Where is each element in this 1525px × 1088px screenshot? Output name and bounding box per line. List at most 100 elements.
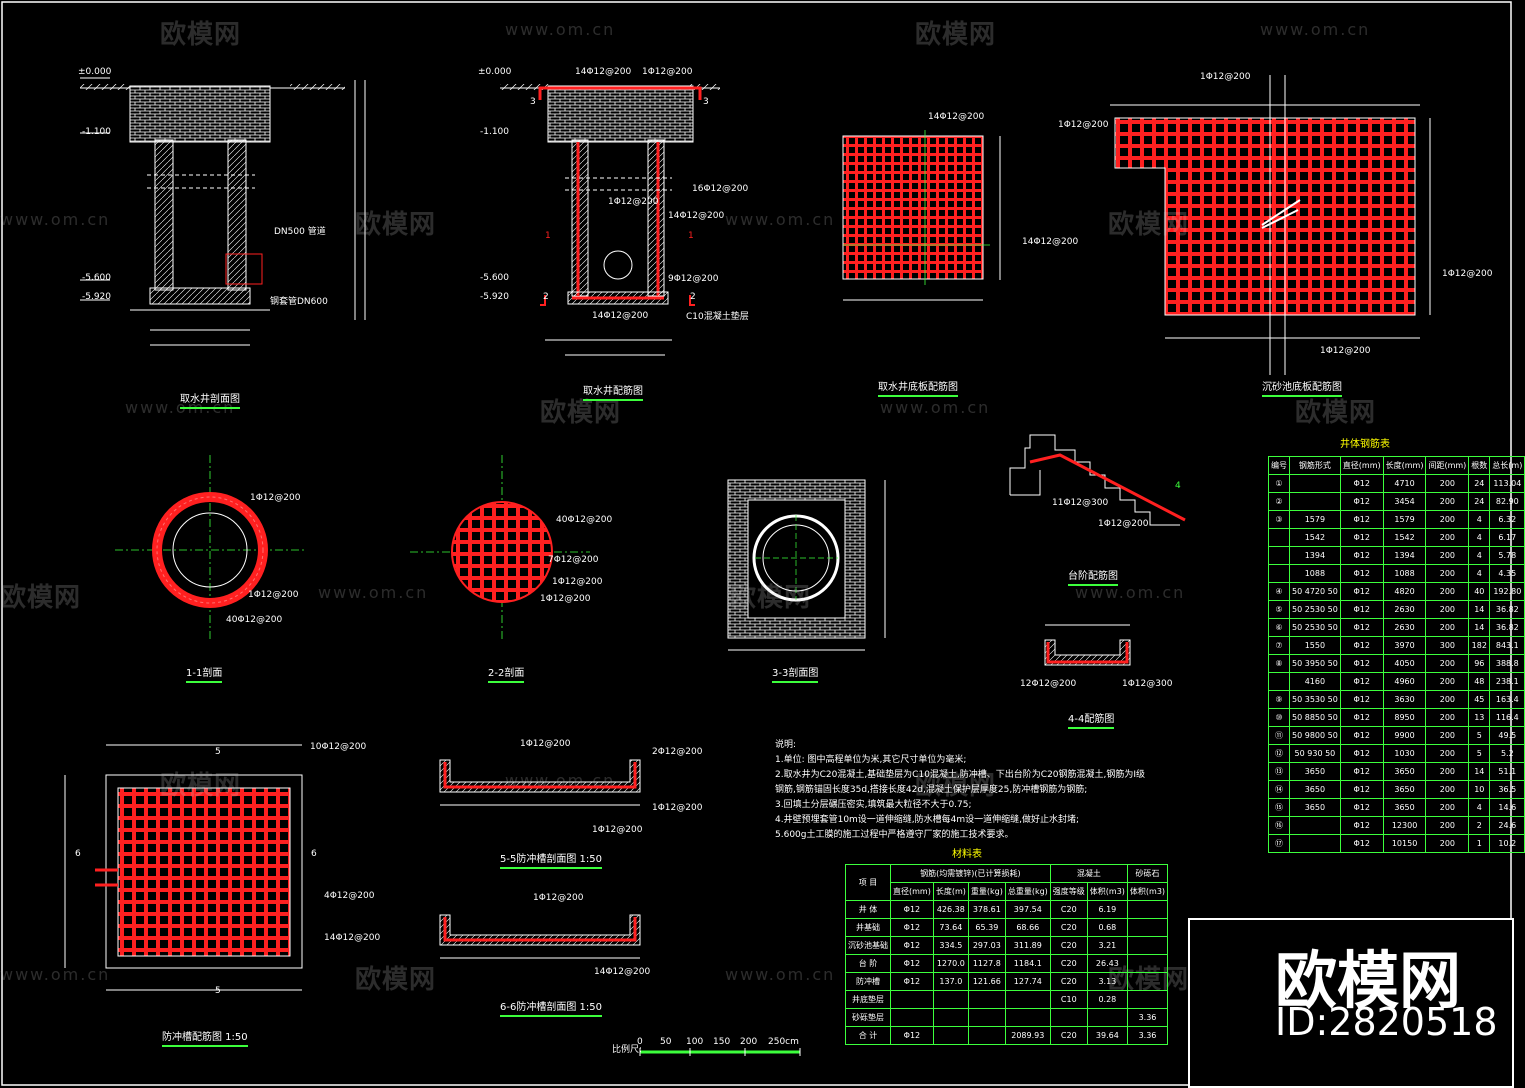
table-cell: C20 [1049,954,1088,973]
table-cell [1268,672,1290,691]
table-header: 钢筋形式 [1289,456,1341,475]
cut-mark: 2 [543,292,549,302]
table-cell: 5.2 [1489,744,1525,763]
table-cell: 182 [1468,636,1491,655]
drawing-cut-3-3 [727,479,886,651]
table-cell: Φ12 [1339,744,1384,763]
logo-box [1188,918,1514,1088]
table-cell: Φ12 [1339,798,1384,817]
table-cell: 3650 [1289,798,1341,817]
table-header: 直径(mm) [1339,456,1384,475]
drawing-title: 取水井底板配筋图 [878,378,958,397]
table-cell: 50 8850 50 [1289,708,1341,727]
material-table-title: 材料表 [952,849,982,860]
table-header: 混凝土 [1049,864,1128,883]
watermark: 欧模网 [160,771,242,801]
table-cell: 200 [1425,816,1470,835]
table-cell [890,1008,934,1027]
table-cell: 10150 [1382,834,1427,853]
cut-mark: 1 [688,231,694,241]
drawing-intake-section [80,77,366,346]
drawing-title: 3-3剖面图 [772,664,819,683]
watermark: 欧模网 [160,20,242,50]
rebar-label: 40Φ12@200 [226,615,283,625]
table-cell: Φ12 [1339,726,1384,745]
table-cell: 50 2530 50 [1289,618,1341,637]
table-cell [1289,834,1341,853]
table-cell: Φ12 [1339,618,1384,637]
table-cell: 4.35 [1489,564,1525,583]
cut-mark: 6 [311,849,317,859]
table-cell: 127.74 [1004,972,1051,991]
table-cell: 6.32 [1489,510,1525,529]
table-cell: 200 [1425,546,1470,565]
table-cell: Φ12 [1339,564,1384,583]
table-cell: 4960 [1382,672,1427,691]
table-cell: C20 [1049,936,1088,955]
table-cell: Φ12 [1339,816,1384,835]
notes-heading: 说明: [775,740,797,750]
table-cell: 0.68 [1086,918,1128,937]
table-cell: 10 [1468,780,1491,799]
table-cell [1126,900,1169,919]
rebar-label: 4Φ12@200 [324,891,375,901]
table-cell: C20 [1049,1026,1088,1045]
table-cell: ⑨ [1268,690,1290,709]
scale-bar [639,1048,801,1056]
table-cell: 2 [1468,816,1491,835]
drawing-cover-plan [64,744,303,991]
table-cell: 4 [1468,528,1491,547]
table-cell: 14.6 [1489,798,1525,817]
scale-bar-label: 比例尺: [612,1045,643,1055]
rebar-label: 14Φ12@200 [928,112,985,122]
table-cell: 49.5 [1489,726,1525,745]
table-cell: 1394 [1289,546,1341,565]
table-cell: 200 [1425,690,1470,709]
table-cell: 311.89 [1004,936,1051,955]
table-cell: 4 [1468,798,1491,817]
table-header: 钢筋(均需镀锌)(已计算损耗) [890,864,1051,883]
table-cell: 200 [1425,654,1470,673]
table-cell: 13 [1468,708,1491,727]
table-header: 重量(kg) [967,882,1006,901]
table-cell: 36.82 [1489,618,1525,637]
table-cell: Φ12 [1339,492,1384,511]
table-cell: 50 930 50 [1289,744,1341,763]
table-cell: 1030 [1382,744,1427,763]
table-cell: Φ12 [890,900,934,919]
table-cell: Φ12 [1339,654,1384,673]
table-header: 长度(mm) [1382,456,1427,475]
table-cell: 4160 [1289,672,1341,691]
rebar-label: 14Φ12@200 [1022,237,1079,247]
table-cell: 0.28 [1086,990,1128,1009]
table-cell: 200 [1425,564,1470,583]
rebar-label: 14Φ12@200 [324,933,381,943]
drawing-stair [1009,434,1186,526]
table-header-row: 项 目 钢筋(均需镀锌)(已计算损耗) 混凝土 砂砾石 [845,864,1169,901]
watermark-url: www.om.cn [1075,583,1186,602]
scale-tick: 200 [740,1037,758,1047]
table-header: 总重量(kg) [1004,882,1051,901]
table-cell: 200 [1425,762,1470,781]
rebar-label: 1Φ12@200 [540,594,591,604]
table-cell: 3.36 [1126,1008,1169,1027]
table-cell: 2630 [1382,600,1427,619]
table-cell: 5.78 [1489,546,1525,565]
table-cell: 200 [1425,582,1470,601]
table-cell: Φ12 [890,936,934,955]
rebar-label: 1Φ12@200 [608,197,659,207]
table-cell: ⑪ [1268,726,1290,745]
